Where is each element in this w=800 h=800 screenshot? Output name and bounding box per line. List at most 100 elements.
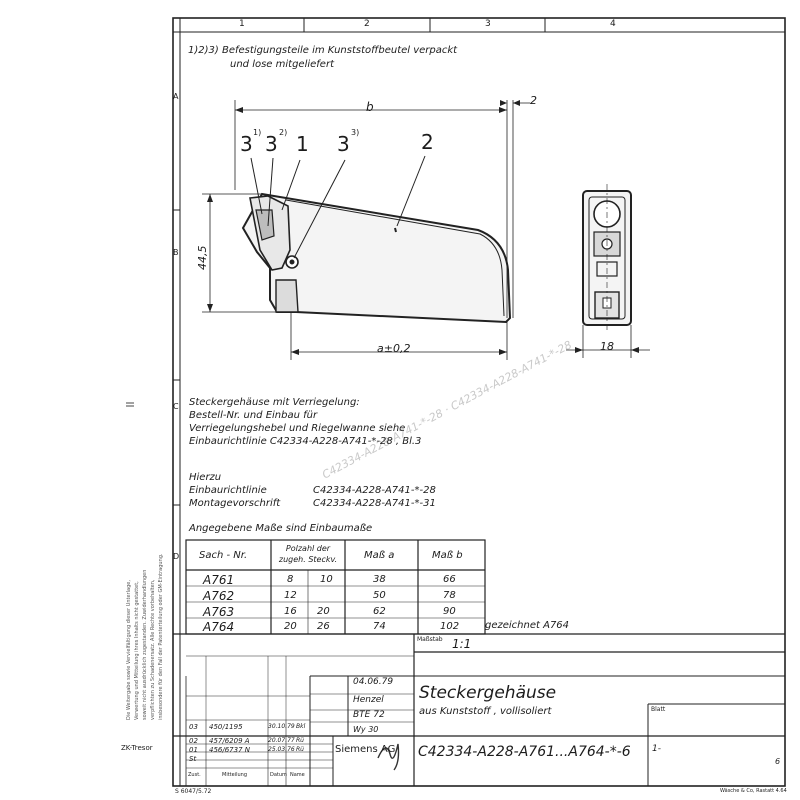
dim-b-value: 102: [440, 621, 460, 632]
footnote-line-1: 1)2)3) Befestigungsteile im Kunststoffbe…: [188, 45, 458, 56]
description-line-3: Verriegelungshebel und Riegelwanne siehe: [189, 423, 406, 434]
table-header-pole-count: Polzahl der zugeh. Steckv.: [278, 544, 338, 564]
margin-legal-text: Verwertung und Mitteilung ihres Inhalts …: [134, 581, 140, 720]
revision-code: 01: [189, 746, 198, 754]
footnote-line-2: und lose mitgeliefert: [230, 59, 334, 70]
pole-count: 20: [284, 621, 297, 632]
pole-count: 8: [287, 574, 294, 585]
dim-a-value: 38: [373, 574, 386, 585]
revision-signature: Rü: [296, 737, 304, 744]
scale-label: Maßstab: [417, 636, 443, 643]
margin-legal-text: soweit nicht ausdrücklich zugestanden. Z…: [142, 569, 148, 720]
margin-legal-text: insbesondere für den Fall der Patenterte…: [158, 553, 164, 720]
sheet-count: 6: [775, 757, 781, 766]
dim-a-value: 62: [373, 606, 386, 617]
pole-count: 16: [284, 606, 297, 617]
latch-foot: [275, 279, 299, 313]
dimensions-note: Angegebene Maße sind Einbaumaße: [189, 523, 373, 534]
callout-3-1: 3: [240, 132, 253, 156]
grid-row-label: A: [173, 92, 179, 101]
reference-2-code: C42334-A228-A741-*-31: [313, 498, 436, 509]
end-view: [566, 184, 650, 358]
revision-header: Name: [290, 772, 305, 778]
latch-detail: [255, 209, 275, 241]
tresor-label: ZK-Tresor: [121, 744, 153, 752]
pole-count: 12: [284, 590, 297, 601]
table-header-dim-a: Maß a: [364, 550, 395, 561]
dim-b-value: 66: [443, 574, 456, 585]
description-line-4: Einbaurichtlinie C42334-A228-A741-*-28 ,…: [189, 436, 422, 447]
revision-date: 25.03.76: [268, 746, 295, 753]
revision-code: St: [189, 755, 197, 763]
hierzu-label: Hierzu: [189, 472, 222, 483]
callout-2: 2: [421, 130, 434, 154]
revision-signature: Rü: [296, 746, 304, 753]
dimension-2-label: 2: [530, 94, 537, 107]
callout-3-3: 3: [337, 132, 350, 156]
form-number: S 6047/5.72: [175, 788, 212, 795]
revision-header: Mitteilung: [222, 772, 247, 778]
leader-2: [396, 155, 426, 227]
leader-3-1: [250, 157, 263, 215]
grid-row-label: B: [173, 248, 179, 257]
fastening-screw-center: [289, 259, 295, 265]
callout-3-2-sup: 2): [279, 128, 288, 137]
reference-1-label: Einbaurichtlinie: [189, 485, 267, 496]
checked-value: BTE 72: [353, 710, 385, 720]
drawing-title: Steckergehäuse: [419, 683, 557, 703]
table-header-part-number: Sach - Nr.: [199, 550, 248, 561]
leader-1: [281, 159, 301, 211]
description-line-1: Steckergehäuse mit Verriegelung:: [189, 397, 360, 408]
company-name: Siemens AG: [335, 744, 396, 755]
housing-inner-line: [285, 199, 505, 317]
signature: [377, 743, 400, 771]
callout-3-3-sup: 3): [351, 128, 360, 137]
sheet-number: 1-: [652, 744, 661, 754]
callout-3-2: 3: [265, 132, 278, 156]
pole-count: 10: [320, 574, 333, 585]
grid-column-label: 3: [485, 19, 491, 29]
part-number: A764: [203, 620, 235, 634]
grid-row-label: C: [173, 402, 179, 411]
callout-3-1-sup: 1): [253, 128, 262, 137]
leader-3-2: [267, 157, 274, 227]
pole-count: 26: [317, 621, 330, 632]
description-line-2: Bestell-Nr. und Einbau für: [189, 410, 318, 421]
title-block-grid: [173, 633, 785, 786]
date-value: 04.06.79: [353, 677, 394, 687]
dimension-b-label: b: [366, 100, 374, 114]
margin-legal-text: verpflichten zu Schadenersatz. Alle Rech…: [150, 579, 156, 720]
dim-2-arrows: [500, 100, 520, 106]
scale-value: 1:1: [452, 637, 472, 651]
dim-a-value: 50: [373, 590, 386, 601]
revision-number: 457/6209 A: [209, 737, 250, 745]
drawing-subtitle: aus Kunststoff , vollisoliert: [419, 706, 552, 717]
drawn-variant-note: gezeichnet A764: [485, 620, 570, 631]
revision-code: 03: [189, 723, 198, 731]
revision-header: Zust.: [188, 772, 201, 778]
dim-b-value: 90: [443, 606, 456, 617]
center-mark: [394, 227, 397, 233]
dimension-a-label: a±0,2: [377, 342, 411, 355]
revision-header: Datum: [270, 772, 287, 778]
drawn-by-value: Henzel: [353, 695, 384, 705]
revision-signature: Bkl: [296, 723, 306, 730]
dimension-18-label: 18: [600, 340, 614, 353]
dim-a-value: 74: [373, 621, 386, 632]
sheet-frame: [172, 17, 786, 787]
margin-ticks: [126, 402, 134, 407]
grid-row-label: D: [173, 552, 180, 561]
table-header-dim-b: Maß b: [432, 550, 463, 561]
pole-count: 20: [317, 606, 330, 617]
callout-1: 1: [296, 132, 309, 156]
grid-column-label: 4: [610, 19, 616, 29]
sheet-label: Blatt: [651, 706, 666, 713]
end-view-slot: [596, 261, 618, 277]
margin-legal-text: Die Weitergabe sowie Vervielfältigung di…: [126, 580, 132, 720]
dim-b-value: 78: [443, 590, 456, 601]
revision-date: 30.10.79: [268, 723, 295, 730]
dimension-height-label: 44,5: [196, 245, 209, 271]
part-number: A761: [203, 573, 235, 587]
grid-column-label: 1: [239, 19, 245, 29]
